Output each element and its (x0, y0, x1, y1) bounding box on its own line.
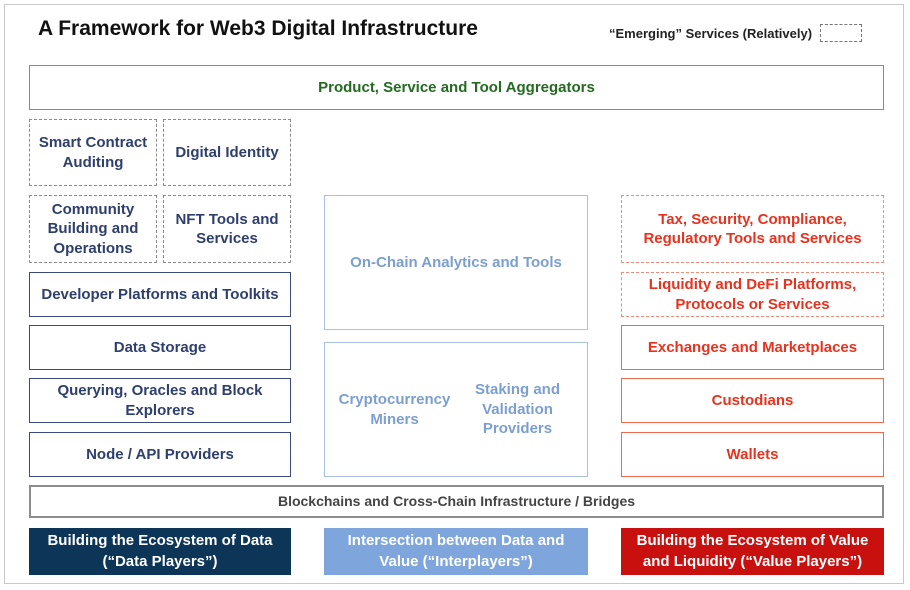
box-querying-oracles: Querying, Oracles and Block Explorers (29, 378, 291, 423)
legend: “Emerging” Services (Relatively) (609, 24, 863, 42)
legend-dashed-swatch (820, 24, 863, 42)
box-miners-staking: Cryptocurrency Miners Staking and Valida… (324, 342, 588, 477)
label-staking-validation: Staking and Validation Providers (474, 381, 560, 438)
box-developer-platforms: Developer Platforms and Toolkits (29, 272, 291, 317)
box-onchain-analytics: On-Chain Analytics and Tools (324, 195, 588, 330)
box-custodians: Custodians (621, 378, 884, 423)
box-smart-contract-auditing: Smart Contract Auditing (29, 119, 157, 186)
label-cryptocurrency-miners: Cryptocurrency Miners (338, 391, 451, 428)
box-exchanges-marketplaces: Exchanges and Marketplaces (621, 325, 884, 370)
box-digital-identity: Digital Identity (163, 119, 291, 186)
box-node-api-providers: Node / API Providers (29, 432, 291, 477)
blockchains-base-bar: Blockchains and Cross-Chain Infrastructu… (29, 485, 884, 518)
box-data-storage: Data Storage (29, 325, 291, 370)
box-nft-tools: NFT Tools and Services (163, 195, 291, 263)
footer-data-players: Building the Ecosystem of Data (“Data Pl… (29, 528, 291, 575)
box-wallets: Wallets (621, 432, 884, 477)
diagram-frame (4, 4, 904, 584)
box-community-building: Community Building and Operations (29, 195, 157, 263)
box-tax-compliance: Tax, Security, Compliance, Regulatory To… (621, 195, 884, 263)
footer-value-players: Building the Ecosystem of Value and Liqu… (621, 528, 884, 575)
aggregators-bar: Product, Service and Tool Aggregators (29, 65, 884, 110)
diagram-title: A Framework for Web3 Digital Infrastruct… (38, 17, 478, 40)
legend-label: “Emerging” Services (Relatively) (609, 25, 813, 41)
footer-interplayers: Intersection between Data and Value (“In… (324, 528, 588, 575)
box-liquidity-defi: Liquidity and DeFi Platforms, Protocols … (621, 272, 884, 317)
